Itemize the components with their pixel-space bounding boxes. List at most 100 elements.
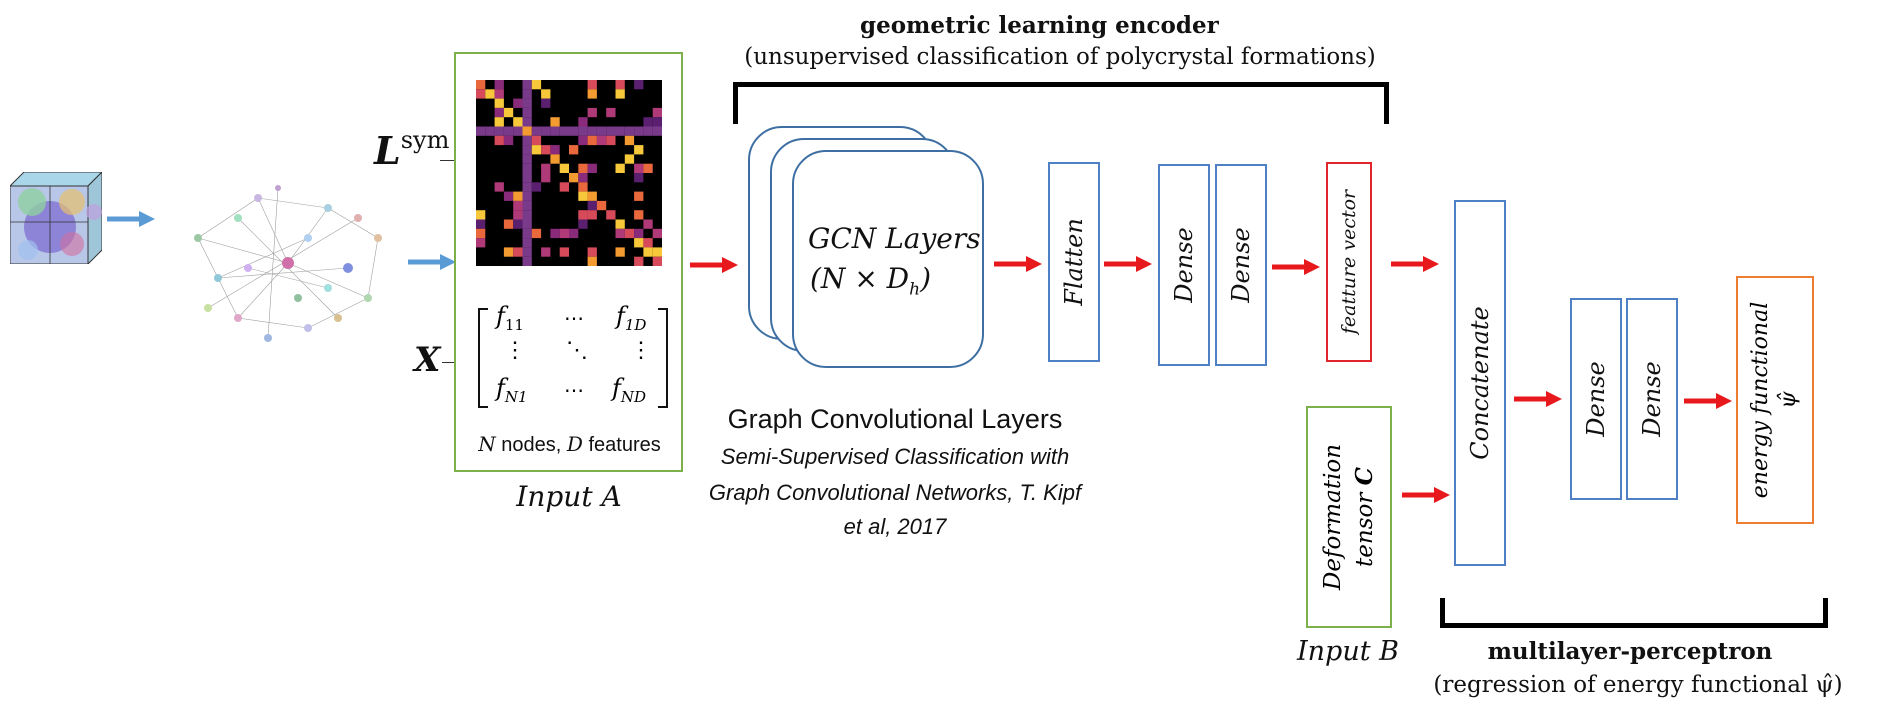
heatmap-cell	[541, 163, 551, 173]
heatmap-cell	[541, 173, 551, 183]
heatmap-cell	[503, 135, 514, 146]
heatmap-cell	[569, 126, 579, 136]
energy-functional-box: energy functional ψ̂	[1736, 276, 1814, 524]
arrow-right-icon	[1104, 256, 1152, 272]
arrow-right-icon	[1684, 393, 1732, 409]
gcn-layer-front	[792, 150, 984, 368]
heatmap-cell	[634, 163, 644, 173]
heatmap-cell	[587, 210, 597, 220]
matrix-left-bracket	[478, 308, 488, 408]
feature-vector-box: featture vector	[1326, 162, 1372, 362]
heatmap-cell	[606, 210, 616, 220]
heatmap-cell	[634, 238, 644, 248]
heatmap-cell	[476, 126, 486, 136]
heatmap-cell	[522, 107, 532, 118]
lsym-superscript: sym	[400, 126, 450, 154]
heatmap-cell	[522, 191, 532, 201]
heatmap-cell	[596, 200, 607, 211]
input-b-text: Deformation tensor C	[1317, 444, 1381, 590]
heatmap-cell	[522, 135, 532, 146]
heatmap-cell	[587, 89, 597, 99]
gcn-caption-title: Graph Convolutional Layers	[727, 404, 1063, 434]
heatmap-cell	[503, 191, 514, 201]
heatmap-cell	[522, 117, 532, 127]
heatmap-cell	[522, 98, 532, 108]
heatmap-cell	[494, 89, 504, 99]
heatmap-cell	[522, 173, 532, 183]
heatmap-cell	[615, 89, 625, 99]
encoder-subtitle: (unsupervised classification of polycrys…	[744, 44, 1376, 70]
heatmap-cell	[485, 126, 495, 136]
heatmap-cell	[643, 219, 653, 229]
heatmap-cell	[522, 200, 532, 211]
heatmap-cell	[587, 247, 597, 257]
dense-label-1: Dense	[1170, 227, 1198, 303]
heatmap-cell	[494, 107, 504, 118]
matrix-hdots-bottom: ⋯	[564, 378, 584, 402]
heatmap-cell	[652, 107, 662, 118]
heatmap-cell	[513, 210, 523, 220]
heatmap-cell	[624, 154, 635, 164]
heatmap-cell	[494, 98, 504, 108]
heatmap-cell	[522, 256, 532, 266]
input-a-label: Input A	[516, 480, 622, 513]
heatmap-cell	[550, 145, 560, 155]
input-b-line2-bold: C	[1351, 467, 1378, 486]
heatmap-cell	[634, 256, 644, 266]
heatmap-cell	[531, 182, 542, 192]
heatmap-cell	[522, 80, 532, 90]
energy-line2: ψ̂	[1776, 391, 1801, 409]
heatmap-cell	[541, 247, 551, 257]
gcn-caption-ref3: et al, 2017	[843, 514, 947, 539]
energy-functional-text: energy functional ψ̂	[1747, 302, 1803, 498]
heatmap-cell	[531, 80, 542, 90]
heatmap-cell	[615, 247, 625, 257]
heatmap-cell	[485, 89, 495, 99]
heatmap-cell	[513, 117, 523, 127]
heatmap-cell	[596, 135, 607, 146]
heatmap-cell	[550, 117, 560, 127]
input-b-line1: Deformation	[1320, 443, 1346, 591]
heatmap-cell	[522, 154, 532, 164]
concatenate-label: Concatenate	[1466, 306, 1494, 460]
heatmap-cell	[578, 173, 588, 183]
dense-layer-3: Dense	[1570, 298, 1622, 500]
heatmap-cell	[615, 163, 625, 173]
dense-layer-2: Dense	[1215, 164, 1267, 366]
heatmap-cell	[578, 182, 588, 192]
gcn-label-line1: GCN Layers	[808, 222, 981, 255]
heatmap-cell	[531, 126, 542, 136]
heatmap-cell	[587, 135, 597, 146]
heatmap-cell	[578, 126, 588, 136]
heatmap-cell	[652, 256, 662, 266]
heatmap-cell	[531, 228, 542, 239]
lsym-label: Lsym	[374, 126, 450, 173]
heatmap-cell	[652, 117, 662, 127]
heatmap-cell	[587, 80, 597, 90]
heatmap-cell	[606, 135, 616, 146]
matrix-f11: f11	[496, 302, 524, 334]
heatmap-cell	[541, 145, 551, 155]
heatmap-cell	[550, 228, 560, 239]
arrow-right-icon	[1391, 256, 1439, 272]
heatmap-cell	[513, 200, 523, 211]
heatmap-cell	[643, 126, 653, 136]
feature-matrix: f11 ⋯ f1D ⋮ ⋱ ⋮ fN1 ⋯ fND	[478, 302, 668, 408]
heatmap-cell	[522, 238, 532, 248]
heatmap-cell	[587, 191, 597, 201]
heatmap-cell	[587, 256, 597, 266]
heatmap-cell	[596, 126, 607, 136]
heatmap-cell	[476, 210, 486, 220]
heatmap-cell	[522, 247, 532, 257]
arrow-right-icon	[690, 257, 738, 273]
heatmap-cell	[587, 200, 597, 211]
matrix-right-bracket	[658, 308, 668, 408]
heatmap-cell	[652, 247, 662, 257]
heatmap-cell	[615, 219, 625, 229]
heatmap-cell	[494, 135, 504, 146]
heatmap-cell	[541, 98, 551, 108]
gcn-caption-ref1: Semi-Supervised Classification with	[720, 444, 1070, 469]
heatmap-cell	[643, 117, 653, 127]
heatmap-cell	[578, 191, 588, 201]
heatmap-cell	[569, 145, 579, 155]
